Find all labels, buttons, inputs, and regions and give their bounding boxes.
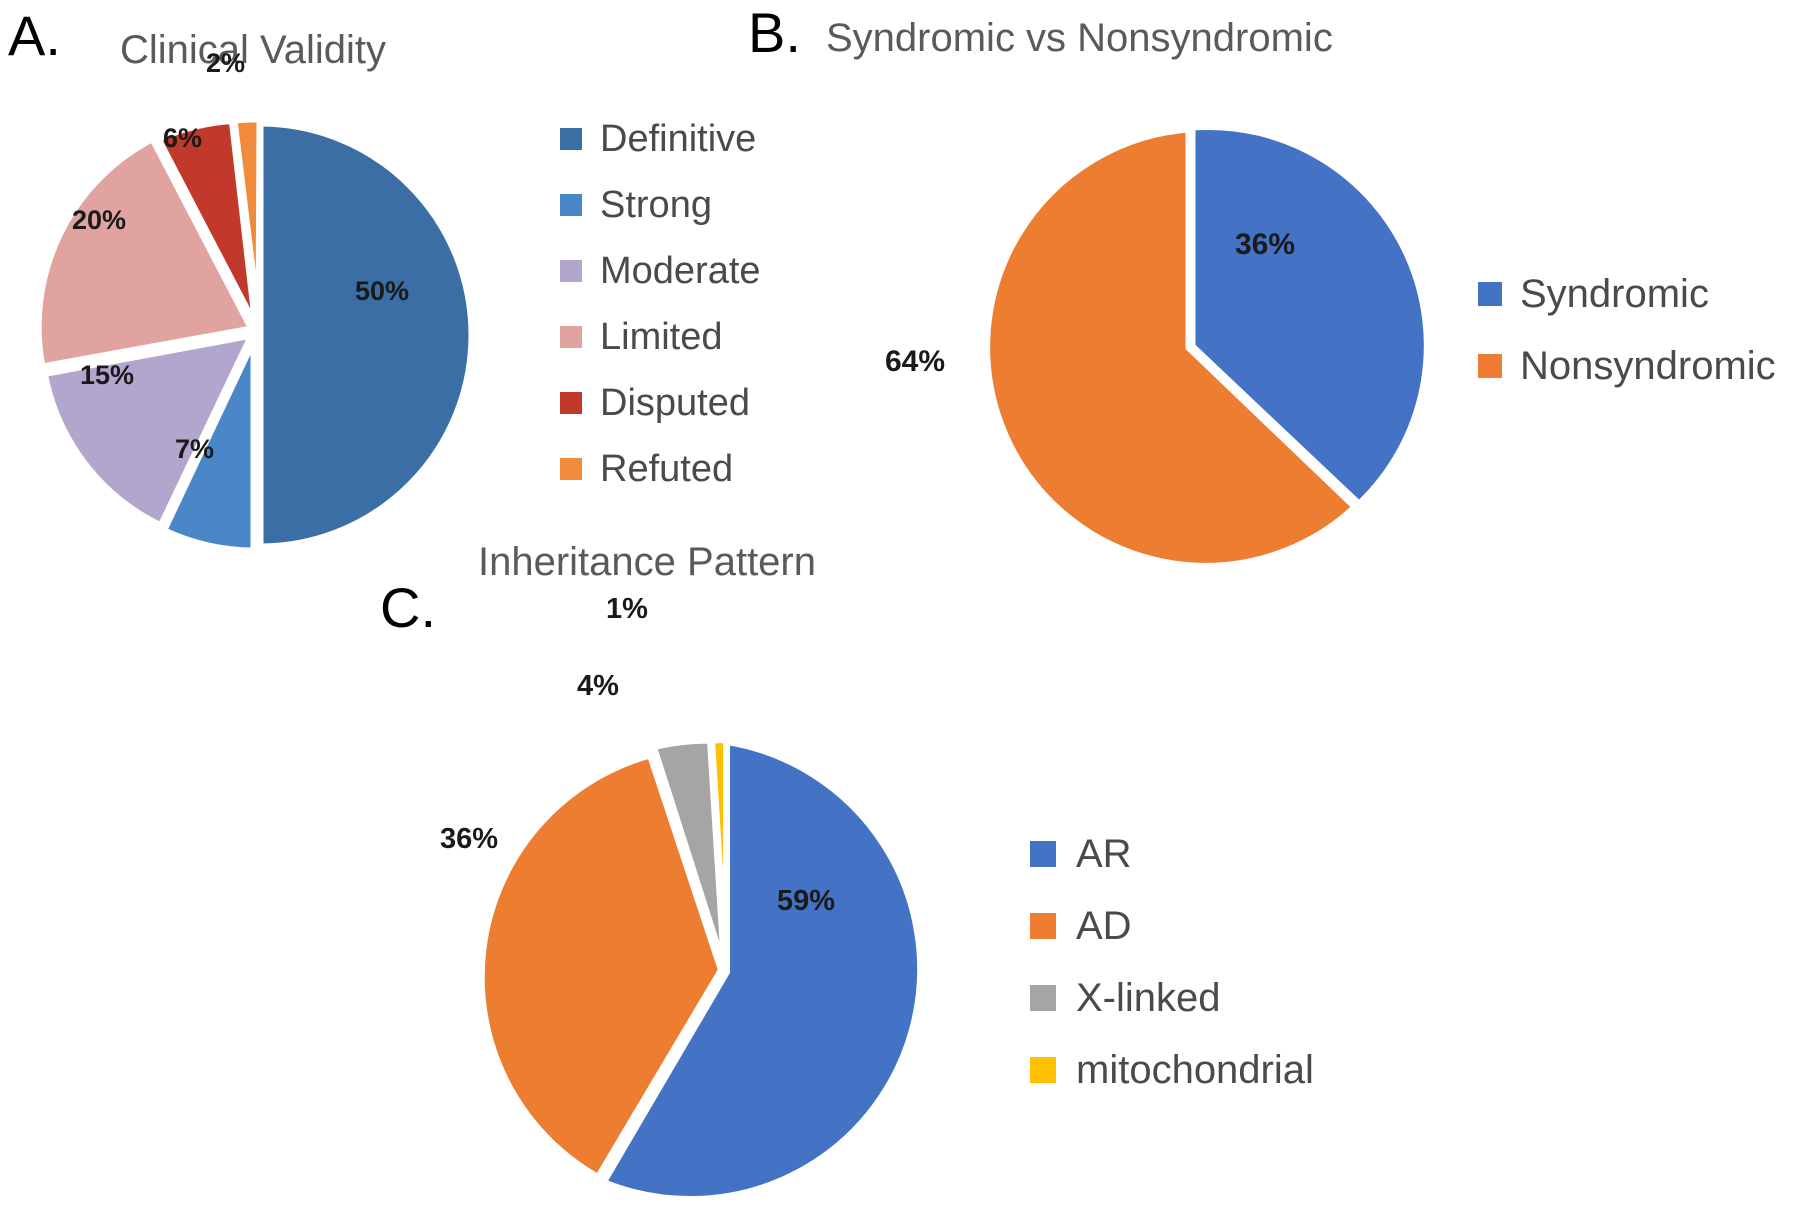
legend-swatch-strong-icon	[560, 194, 582, 216]
pie-c-label-xlinked: 4%	[577, 670, 619, 702]
pie-a-label-disputed: 6%	[163, 123, 203, 153]
pie-a-svg	[34, 115, 476, 555]
legend-swatch-disputed-icon	[560, 392, 582, 414]
legend-item-syndromic[interactable]: Syndromic	[1478, 258, 1776, 330]
legend-label-ar: AR	[1076, 832, 1132, 876]
pie-b-label-syndromic: 36%	[1235, 228, 1296, 261]
syndromic-vs-nonsyndromic-pie-chart: 36% 64%	[885, 110, 1430, 580]
pie-b-slice-syndromic	[1190, 124, 1429, 507]
panel-a-legend: Definitive Strong Moderate Limited Dispu…	[560, 106, 761, 502]
legend-swatch-definitive-icon	[560, 128, 582, 150]
legend-swatch-refuted-icon	[560, 458, 582, 480]
pie-b-svg	[985, 124, 1429, 568]
panel-b-legend: Syndromic Nonsyndromic	[1478, 258, 1776, 402]
pie-c-label-ad: 36%	[440, 823, 499, 855]
legend-swatch-moderate-icon	[560, 260, 582, 282]
legend-item-xlinked[interactable]: X-linked	[1030, 962, 1314, 1034]
legend-swatch-ad-icon	[1030, 913, 1056, 939]
legend-label-ad: AD	[1076, 904, 1132, 948]
legend-label-limited: Limited	[600, 316, 723, 358]
pie-a-slice-definitive	[256, 119, 476, 551]
legend-swatch-syndromic-icon	[1478, 282, 1502, 306]
legend-swatch-xlinked-icon	[1030, 985, 1056, 1011]
clinical-validity-pie-chart: 50% 7% 15% 20% 6% 2%	[20, 50, 500, 575]
pie-a-label-refuted: 2%	[206, 48, 246, 78]
pie-b-slice-nonsyndromic	[985, 127, 1358, 568]
legend-item-ar[interactable]: AR	[1030, 818, 1314, 890]
legend-label-strong: Strong	[600, 184, 712, 226]
pie-a-label-definitive: 50%	[355, 276, 410, 306]
panel-b-letter: B.	[748, 1, 801, 64]
legend-label-disputed: Disputed	[600, 382, 750, 424]
pie-c-slice-mitochondrial	[708, 736, 729, 967]
pie-a-slice-limited	[34, 133, 258, 372]
pie-c-svg	[478, 736, 924, 1203]
pie-a-label-strong: 7%	[175, 434, 215, 464]
legend-item-strong[interactable]: Strong	[560, 172, 761, 238]
legend-swatch-nonsyndromic-icon	[1478, 354, 1502, 378]
legend-swatch-limited-icon	[560, 326, 582, 348]
legend-item-definitive[interactable]: Definitive	[560, 106, 761, 172]
legend-label-moderate: Moderate	[600, 250, 761, 292]
panel-a-letter: A.	[8, 4, 61, 67]
panel-b-title: Syndromic vs Nonsyndromic	[826, 16, 1333, 60]
pie-b-label-nonsyndromic: 64%	[885, 345, 946, 378]
pie-c-label-mitochondrial: 1%	[606, 593, 648, 625]
legend-item-mitochondrial[interactable]: mitochondrial	[1030, 1034, 1314, 1106]
legend-label-mitochondrial: mitochondrial	[1076, 1048, 1314, 1092]
pie-c-slice-ar	[599, 738, 924, 1203]
legend-item-moderate[interactable]: Moderate	[560, 238, 761, 304]
pie-a-label-moderate: 15%	[80, 360, 135, 390]
pie-a-slice-refuted	[230, 115, 264, 328]
legend-swatch-mitochondrial-icon	[1030, 1057, 1056, 1083]
panel-a-title: Clinical Validity	[120, 28, 387, 72]
panel-c-legend: AR AD X-linked mitochondrial	[1030, 818, 1314, 1106]
legend-item-refuted[interactable]: Refuted	[560, 436, 761, 502]
legend-item-disputed[interactable]: Disputed	[560, 370, 761, 436]
legend-label-syndromic: Syndromic	[1520, 272, 1709, 316]
pie-a-label-limited: 20%	[72, 205, 127, 235]
legend-swatch-ar-icon	[1030, 841, 1056, 867]
pie-c-slice-ad	[478, 751, 725, 1182]
pie-a-slice-strong	[158, 337, 258, 555]
legend-label-nonsyndromic: Nonsyndromic	[1520, 344, 1776, 388]
legend-label-definitive: Definitive	[600, 118, 757, 160]
legend-label-refuted: Refuted	[600, 448, 734, 490]
pie-c-label-ar: 59%	[777, 885, 836, 917]
legend-label-xlinked: X-linked	[1076, 976, 1221, 1020]
panel-c-title: Inheritance Pattern	[478, 540, 816, 584]
panel-c-letter: C.	[380, 576, 436, 639]
legend-item-ad[interactable]: AD	[1030, 890, 1314, 962]
inheritance-pattern-pie-chart: 59% 36% 4% 1%	[420, 595, 1030, 1225]
legend-item-nonsyndromic[interactable]: Nonsyndromic	[1478, 330, 1776, 402]
legend-item-limited[interactable]: Limited	[560, 304, 761, 370]
pie-a-slice-moderate	[40, 330, 259, 531]
